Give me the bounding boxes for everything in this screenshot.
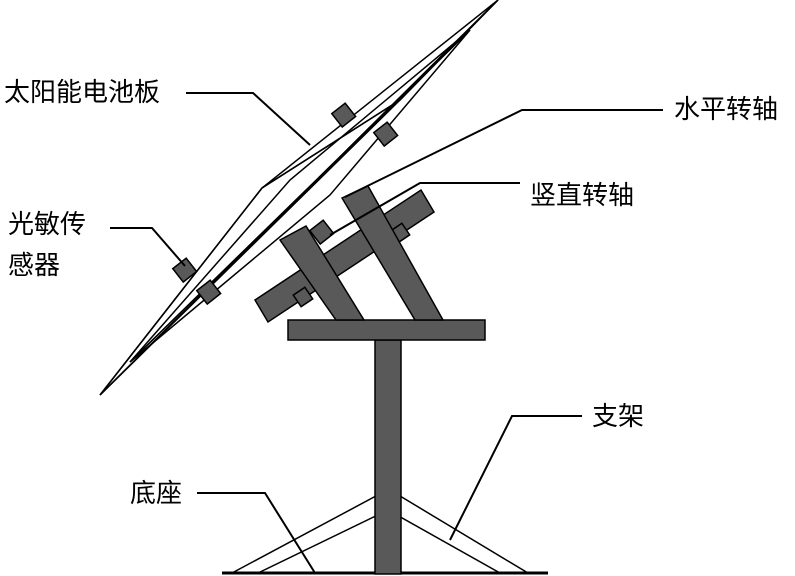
label-base: 底座	[130, 479, 183, 509]
label-solar-panel: 太阳能电池板	[4, 78, 161, 108]
label-vertical-axis: 竖直转轴	[530, 181, 635, 211]
label-photo-sensor-line2: 感器	[8, 251, 61, 281]
leader-horizontal-axis	[344, 109, 663, 198]
solar-panel	[99, 0, 499, 396]
top-plate	[287, 319, 486, 341]
leader-lines	[110, 92, 663, 574]
photo-sensor-blocks	[171, 102, 399, 306]
label-bracket: 支架	[592, 402, 645, 432]
label-horizontal-axis: 水平转轴	[674, 95, 779, 125]
leader-bracket	[449, 415, 582, 541]
label-photo-sensor-line1: 光敏传	[8, 210, 87, 240]
leader-vertical-axis	[329, 182, 520, 236]
leader-solar-panel	[186, 92, 311, 146]
support-post	[374, 339, 402, 575]
leader-photo-sensor	[110, 227, 186, 267]
leader-base	[197, 492, 316, 574]
